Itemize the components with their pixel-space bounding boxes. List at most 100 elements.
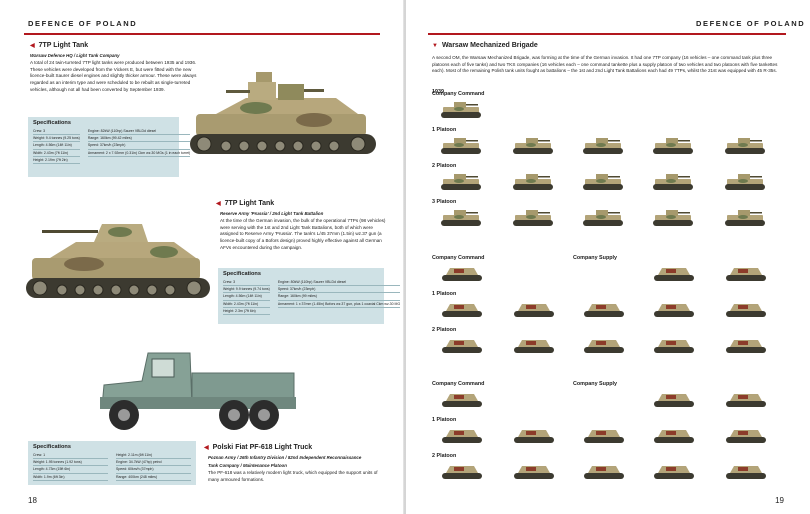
tank1-specs-right: Engine: 82kW (110hp) Saurer VBLDd diesel… [87,128,191,164]
running-head-left: DEFENCE OF POLAND [28,19,138,28]
tankette-icon [652,425,696,445]
tankette-icon [652,461,696,481]
tks-a-company-command-label: Company Command [432,255,485,261]
tank-icon [724,135,768,155]
triangle-marker-icon: ◀ [204,445,209,451]
tks-b-company-supply-label: Company Supply [573,381,618,387]
header-rule-left [24,33,380,35]
tankette-icon [582,299,626,319]
twin-turret-tank-illustration [190,72,376,154]
triangle-marker-icon: ▼ [432,43,438,49]
tankette-icon [724,299,768,319]
spec-line: Engine: 34.7kW (47hp) petrol [116,459,191,467]
header-rule-right [428,33,786,35]
tank-company-command-label: Company Command [432,91,485,97]
tankette-icon [652,389,696,409]
triangle-marker-icon: ◀ [216,201,221,207]
spec-line: Height: 2.3m (7ft 6in) [223,308,270,316]
tankette-icon [652,263,696,283]
tks-a-company-supply-label: Company Supply [573,255,618,261]
tank1-specs-box: Specifications Crew: 3 Weight: 9.4 tonne… [28,117,191,177]
spec-line: Engine: 82kW (110hp) Saurer VBLDd diesel [87,128,191,136]
tank1-body: A total of 24 twin-turreted 7TP light ta… [30,60,197,92]
truck-illustration [100,352,296,430]
spec-line: Length: 4.56m (14ft 11in) [223,293,270,301]
tank2-specs-right: Engine: 80kW (110hp) Saurer VBLDd diesel… [277,279,401,315]
single-turret-tank-illustration [26,224,210,298]
spec-line: Speed: 60km/h (37mph) [116,466,191,474]
spec-line: Speed: 37km/h (23mph) [87,142,191,150]
truck-body: The PF-618 was a relatively modern light… [208,470,378,482]
tank1-subtitle: Warsaw Defence HQ / Light Tank Company [30,53,120,58]
spec-line: Crew: 3 [33,128,80,136]
tank-icon [512,207,556,227]
spec-line: Width: 2.43m (7ft 11in) [223,301,270,308]
spec-line: Speed: 37km/h (23mph) [277,286,401,294]
tks-b-platoon-2-label: 2 Platoon [432,453,457,459]
tankette-icon [724,389,768,409]
truck-specs-title: Specifications [33,444,71,450]
spec-line: Length: 4.73m (15ft 6in) [33,466,108,474]
truck-subtitle-1: Poznan Army / 26th Infantry Division / 8… [208,455,362,460]
tank-icon [652,135,696,155]
spec-line: Weight: 9.4 tonnes (9.25 tons) [33,135,80,143]
tank-icon [652,171,696,191]
tank-icon [724,171,768,191]
spec-line: Engine: 80kW (110hp) Saurer VBLDd diesel [277,279,401,287]
spec-line: Range: 160km (99 miles) [277,293,401,301]
spec-line: Width: 1.9m (6ft 3in) [33,474,108,481]
tank-icon [582,135,626,155]
spec-line: Height: 2.19m (7ft 2in) [33,157,80,165]
spec-line: Weight: 9.9 tonnes (9.74 tons) [223,286,270,294]
tank2-title-text: 7TP Light Tank [224,200,275,207]
tank-icon [652,207,696,227]
tank2-specs-box: Specifications Crew: 3 Weight: 9.9 tonne… [218,268,401,324]
spec-line: Armament: 1 x 37mm (1.45in) Bofors wz.37… [277,301,401,308]
tank-icon [512,135,556,155]
tks-a-platoon-1-label: 1 Platoon [432,291,457,297]
tankette-icon [652,299,696,319]
tank2-body: At the time of the German invasion, the … [220,218,386,250]
tank-icon [512,171,556,191]
tank-icon [724,207,768,227]
tank-icon [582,207,626,227]
tankette-icon [440,425,484,445]
tankette-icon [652,335,696,355]
spec-line: Crew: 3 [223,279,270,287]
spec-line: Height: 2.11m (6ft 11in) [116,452,191,460]
spec-line: Range: 400km (248 miles) [116,474,191,481]
tks-b-company-command-label: Company Command [432,381,485,387]
running-head-right: DEFENCE OF POLAND [696,19,806,28]
tankette-icon [724,335,768,355]
tankette-icon [512,425,556,445]
brigade-title-text: Warsaw Mechanized Brigade [441,42,538,49]
page-number-right: 19 [775,496,784,505]
tankette-icon [724,263,768,283]
truck-subtitle-2: Tank Company / Maintenance Platoon [208,463,287,468]
tankette-icon [440,335,484,355]
tank-platoon-1-label: 1 Platoon [432,127,457,133]
spec-line: Range: 160km (99.42 miles) [87,135,191,143]
brigade-body: A second OM, the Warsaw Mechanized Briga… [432,55,778,74]
triangle-marker-icon: ◀ [30,43,35,49]
tankette-icon [582,335,626,355]
tank-platoon-2-label: 2 Platoon [432,163,457,169]
tankette-icon [440,461,484,481]
tank-icon [440,135,484,155]
book-spine [403,0,407,514]
truck-title-text: Polski Fiat PF-618 Light Truck [212,444,313,451]
left-page: DEFENCE OF POLAND ◀7TP Light Tank Warsaw… [0,0,404,514]
tank2-title: ◀7TP Light Tank [216,200,274,207]
right-page: DEFENCE OF POLAND ▼Warsaw Mechanized Bri… [406,0,810,514]
tankette-icon [582,425,626,445]
spec-line: Length: 4.56m (14ft 11in) [33,142,80,150]
tankette-icon [724,425,768,445]
tank1-specs-title: Specifications [33,120,71,126]
spec-line: Crew: 1 [33,452,108,460]
tank1-specs-left: Crew: 3 Weight: 9.4 tonnes (9.25 tons) L… [33,128,80,165]
tank-icon [440,207,484,227]
tankette-icon [582,461,626,481]
tankette-icon [512,461,556,481]
tank2-specs-left: Crew: 3 Weight: 9.9 tonnes (9.74 tons) L… [223,279,270,316]
tks-a-platoon-2-label: 2 Platoon [432,327,457,333]
